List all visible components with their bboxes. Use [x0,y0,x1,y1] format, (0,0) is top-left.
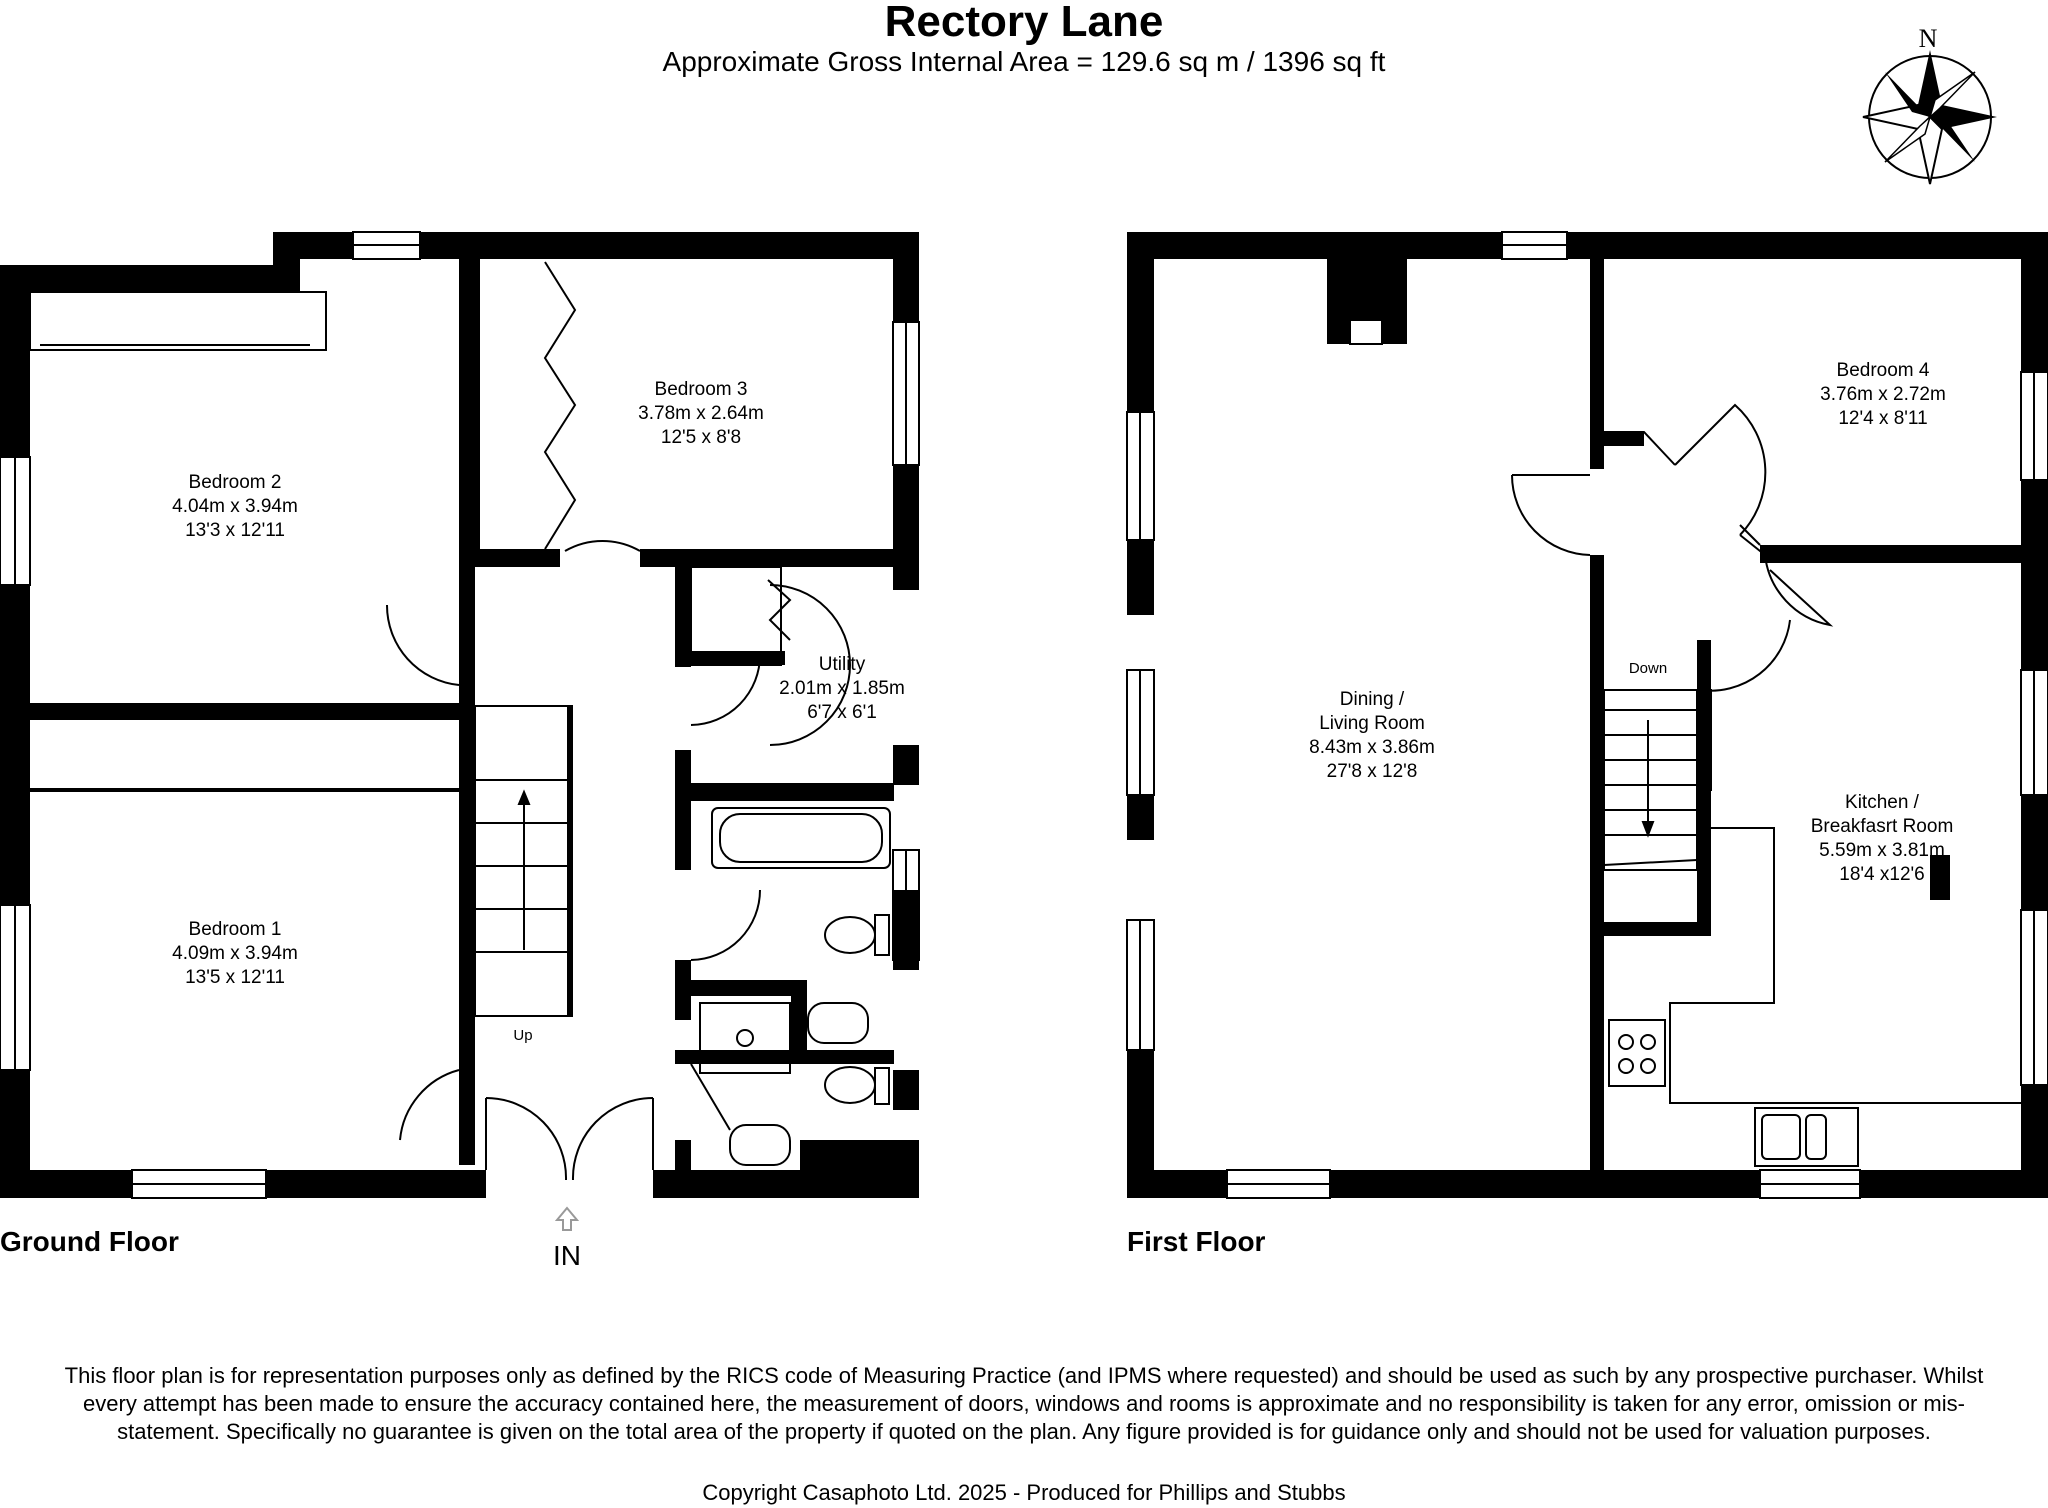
ground-floor-fittings [29,261,891,1181]
bedroom3-name: Bedroom 3 [655,379,748,400]
bedroom3-metric: 3.78m x 2.64m [638,403,764,424]
bedroom1-metric: 4.09m x 3.94m [172,943,298,964]
stairs-up-label: Up [513,1027,532,1044]
disclaimer-text: This floor plan is for representation pu… [64,1363,1984,1444]
first-floor-label: First Floor [1127,1226,1266,1257]
copyright-text: Copyright Casaphoto Ltd. 2025 - Produced… [702,1480,1346,1505]
bedroom4-metric: 3.76m x 2.72m [1820,384,1946,405]
kitchen-name-line2: Breakfasrt Room [1811,816,1954,837]
gross-area: Approximate Gross Internal Area = 129.6 … [662,46,1386,77]
utility-imperial: 6'7 x 6'1 [807,702,877,723]
bedroom3-imperial: 12'5 x 8'8 [661,427,741,448]
utility-metric: 2.01m x 1.85m [779,678,905,699]
bedroom4-imperial: 12'4 x 8'11 [1838,408,1927,429]
dining-metric: 8.43m x 3.86m [1309,737,1435,758]
bedroom2-name: Bedroom 2 [189,472,282,493]
dining-name-line1: Dining / [1340,689,1405,710]
kitchen-name-line1: Kitchen / [1845,792,1920,813]
stairs-down-label: Down [1629,660,1667,677]
first-floor-fittings [1126,231,2048,1199]
dining-imperial: 27'8 x 12'8 [1327,761,1418,782]
bedroom2-imperial: 13'3 x 12'11 [185,520,285,541]
bedroom1-name: Bedroom 1 [189,919,282,940]
bedroom1-imperial: 13'5 x 12'11 [185,967,285,988]
ground-floor-walls [0,232,919,1198]
entrance-marker: IN [553,1206,581,1271]
plan-title: Rectory Lane [884,0,1164,46]
utility-name: Utility [819,654,866,675]
ground-floor-windows [0,231,920,1199]
bedroom4-name: Bedroom 4 [1837,360,1930,381]
bedroom2-metric: 4.04m x 3.94m [172,496,298,517]
compass: N [1862,24,1997,185]
kitchen-metric: 5.59m x 3.81m [1819,840,1945,861]
first-floor-walls [1127,232,2048,1198]
entrance-label: IN [553,1240,581,1271]
kitchen-imperial: 18'4 x12'6 [1839,864,1924,885]
compass-north-label: N [1919,24,1938,53]
ground-floor-label: Ground Floor [0,1226,179,1257]
dining-name-line2: Living Room [1319,713,1425,734]
